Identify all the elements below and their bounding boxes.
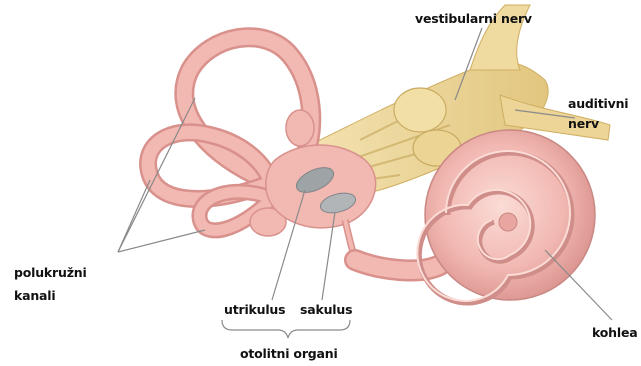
label-vestibular-nerve: vestibularni nerv [415,11,532,26]
label-auditory-nerve-line2: nerv [568,116,599,131]
label-otolith-organs: otolitni organi [240,346,338,361]
label-auditory-nerve-line1: auditivni [568,96,628,111]
label-semicircular-canals-line2: kanali [14,288,55,303]
label-cochlea: kohlea [592,325,637,340]
label-semicircular-canals-line1: polukružni [14,265,87,280]
label-utricle: utrikulus [224,302,285,317]
vestibule [266,145,376,265]
label-saccule: sakulus [300,302,352,317]
